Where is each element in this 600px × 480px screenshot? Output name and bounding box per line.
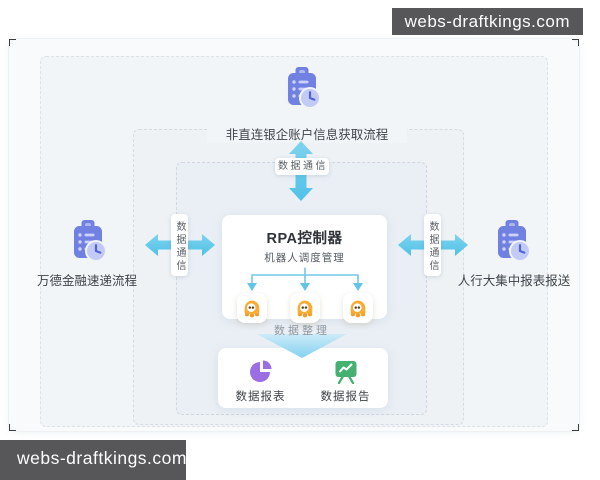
robot-octopus-icon — [244, 300, 259, 318]
rpa-controller-title: RPA控制器 — [266, 231, 343, 247]
node-label-right: 人行大集中报表报送 — [457, 274, 571, 288]
data-comm-label-right: 数据通信 — [424, 214, 441, 276]
card-corner-mark — [572, 424, 579, 431]
robot-tile — [236, 293, 267, 323]
rpa-controller-subtitle: 机器人调度管理 — [264, 252, 345, 264]
outputs-box: 数据报表 数据报告 — [218, 348, 388, 408]
node-label-top: 非直连银企账户信息获取流程 — [207, 124, 407, 143]
report-board-icon — [335, 361, 356, 384]
card-corner-mark — [9, 39, 16, 46]
robot-octopus-icon — [350, 300, 365, 318]
watermark-bottom: webs-draftkings.com — [0, 440, 186, 480]
robot-row — [222, 293, 387, 323]
clipboard-clock-icon — [288, 67, 320, 109]
clipboard-clock-icon — [498, 220, 530, 262]
output-label: 数据报告 — [320, 391, 371, 403]
output-label: 数据报表 — [235, 391, 286, 403]
clipboard-clock-icon — [74, 220, 106, 262]
robot-tile — [289, 293, 320, 323]
robot-octopus-icon — [297, 300, 312, 318]
output-item-report-table: 数据报表 — [218, 348, 303, 408]
robot-tile — [342, 293, 373, 323]
data-comm-label-top: 数据通信 — [275, 158, 329, 175]
rpa-controller-box: RPA控制器 机器人调度管理 — [222, 215, 387, 323]
card-corner-mark — [572, 39, 579, 46]
big-down-arrow-icon — [257, 334, 347, 358]
data-comm-label-left: 数据通信 — [171, 214, 188, 276]
output-item-report-doc: 数据报告 — [303, 348, 388, 408]
node-label-left: 万德金融速递流程 — [36, 274, 137, 288]
dispatch-connector-icon — [246, 267, 363, 291]
processing-label: 数据整理 — [274, 325, 330, 337]
watermark-top: webs-draftkings.com — [391, 8, 583, 35]
card-corner-mark — [9, 424, 16, 431]
pie-chart-icon — [249, 360, 271, 382]
